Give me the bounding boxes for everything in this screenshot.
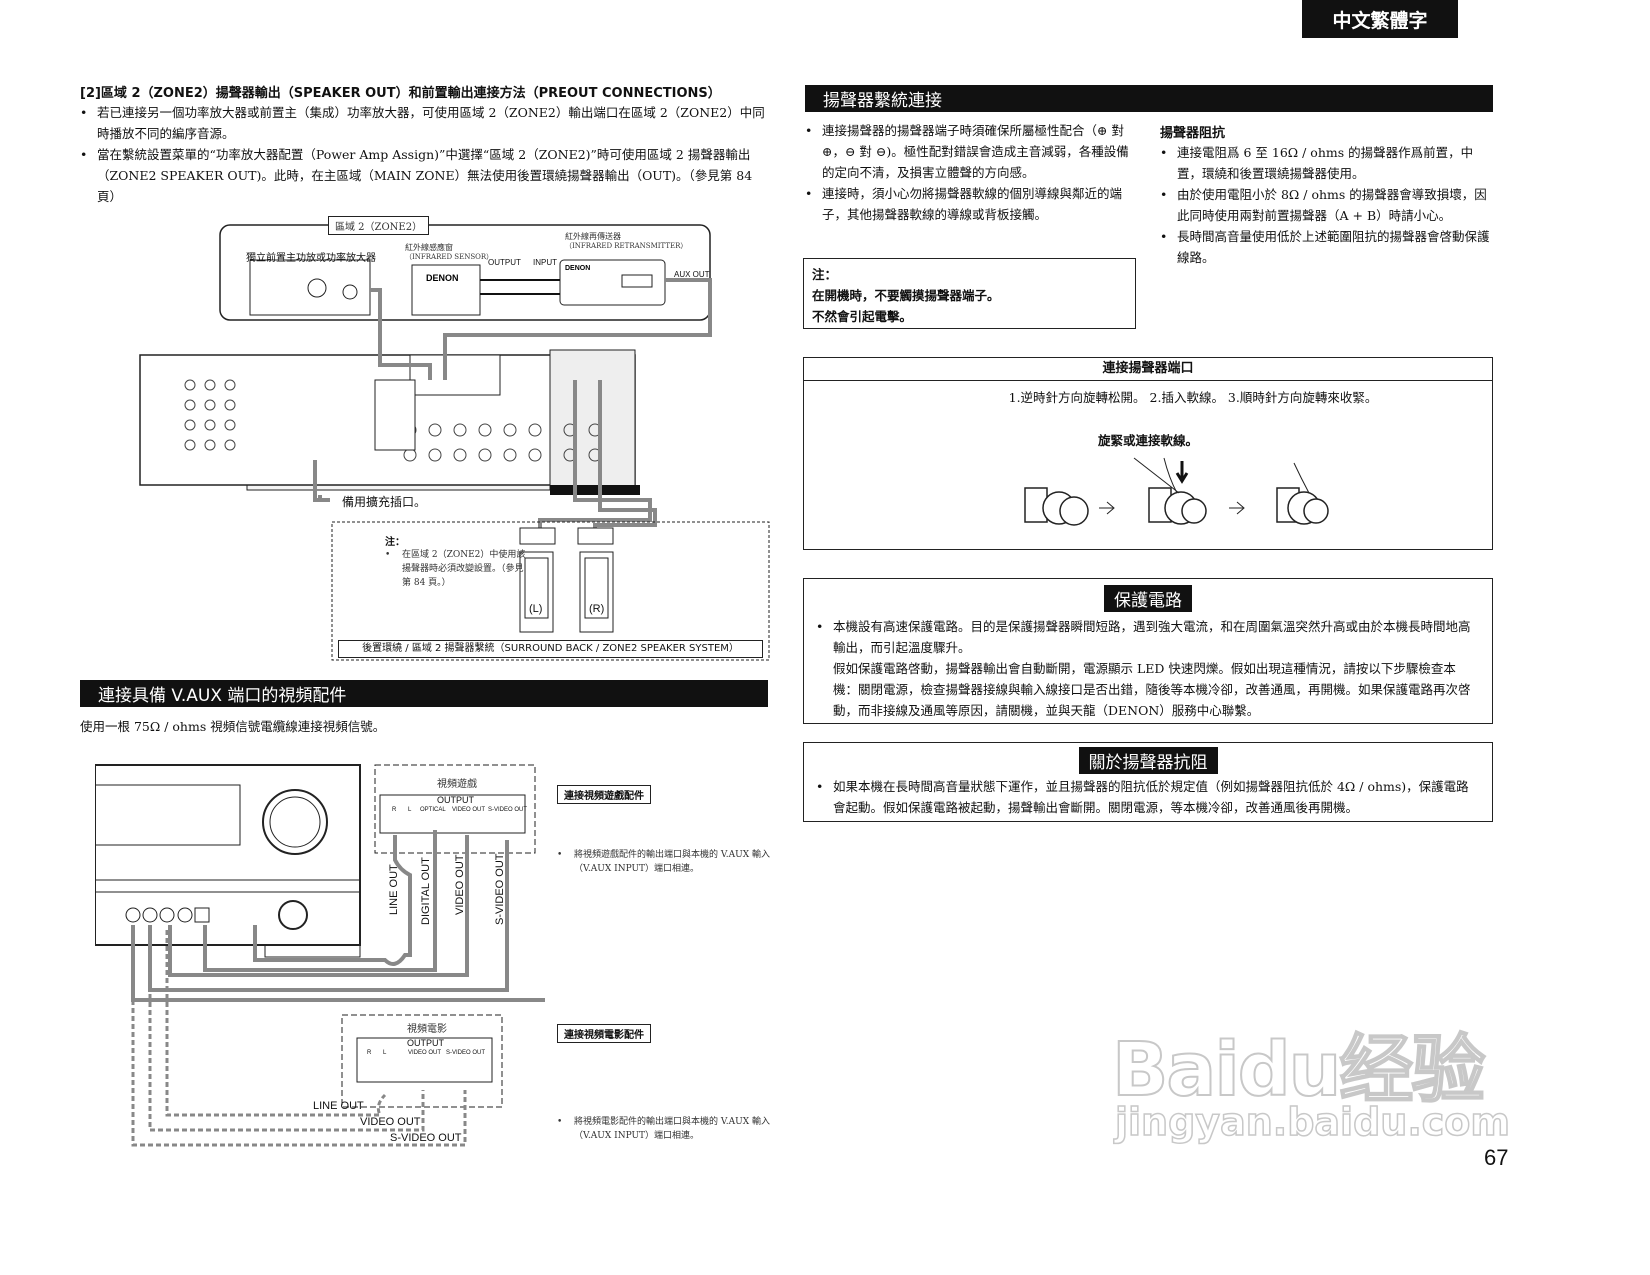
speaker-r-label: (R)	[589, 603, 605, 615]
speaker-system-title: 揚聲器繫統連接	[805, 85, 1493, 112]
aux-out-label: AUX OUT	[674, 270, 710, 279]
movie-note-text: 將視頻電影配件的輸出端口與本機的 V.AUX 輸入（V.AUX INPUT）端口…	[557, 1115, 789, 1143]
bullet: 當在繫統設置菜單的“功率放大器配置（Power Amp Assign)”中選擇“…	[80, 144, 770, 207]
vaux-connection-diagram	[95, 764, 545, 1147]
game-r: R	[392, 807, 397, 813]
baidu-watermark-url: jingyan.baidu.com	[1114, 1099, 1511, 1145]
cable-video-out: VIDEO OUT	[454, 854, 466, 915]
movie-video-out: VIDEO OUT	[408, 1050, 442, 1056]
expansion-label: 備用擴充插口。	[342, 495, 427, 509]
movie-cable-s-video-out: S-VIDEO OUT	[390, 1132, 462, 1144]
terminal-box: 連接揚聲器端口 1.逆時針方向旋轉松開。 2.插入軟線。 3.順時針方向旋轉來收…	[803, 357, 1493, 550]
baidu-watermark-logo: Baidu经验	[1111, 1026, 1486, 1114]
speaker-system-caption: 後置環繞 / 區域 2 揚聲器繫統（SURROUND BACK / ZONE2 …	[338, 640, 763, 658]
protection-p1: 本機設有高速保護電路。目的是保護揚聲器瞬間短路，遇到強大電流，和在周圍氣溫突然升…	[816, 616, 1480, 658]
movie-label: 視頻電影	[407, 1024, 447, 1035]
movie-cable-line-out: LINE OUT	[313, 1100, 364, 1112]
movie-r: R	[367, 1050, 372, 1056]
ir-sensor-brand: DENON	[426, 273, 459, 283]
bullet: 若已連接另一個功率放大器或前置主（集成）功率放大器，可使用區域 2（ZONE2）…	[80, 102, 770, 144]
impedance-note-text: 如果本機在長時間高音量狀態下運作，並且揚聲器的阻抗低於規定值（例如揚聲器阻抗低於…	[816, 776, 1480, 818]
game-label: 視頻遊戲	[437, 779, 477, 790]
movie-note-title: 連接視頻電影配件	[557, 1024, 651, 1043]
impedance-note-title: 關於揚聲器抗阻	[1078, 747, 1218, 774]
bullet: 長時間高音量使用低於上述範圍阻抗的揚聲器會啓動保護線路。	[1160, 226, 1492, 268]
bullet: 由於使用電阻小於 8Ω / ohms 的揚聲器會導致損壞，因此同時使用兩對前置揚…	[1160, 184, 1492, 226]
game-output-label: OUTPUT	[437, 795, 474, 805]
page-number: 67	[1484, 1145, 1509, 1170]
language-tab: 中文繁體字	[1302, 0, 1458, 38]
note-text: 在區域 2（ZONE2）中使用該揚聲器時必須改變設置。（參見第 84 頁。）	[385, 548, 532, 590]
note-title: 注：	[812, 267, 838, 282]
game-note-title: 連接視頻遊戲配件	[557, 785, 651, 804]
zone2-heading: [2]區域 2（ZONE2）揚聲器輸出（SPEAKER OUT）和前置輸出連接方…	[80, 86, 721, 101]
impedance-title: 揚聲器阻抗	[1160, 126, 1226, 141]
movie-l: L	[383, 1050, 387, 1056]
protection-title: 保護電路	[1104, 585, 1192, 612]
terminal-caption: 旋緊或連接軟線。	[1097, 433, 1198, 448]
bullet: 連接揚聲器的揚聲器端子時須確保所屬極性配合（⊕ 對 ⊕，⊖ 對 ⊖)。極性配對錯…	[805, 120, 1135, 183]
ir-retrans-label: 紅外線再傳送器	[565, 232, 621, 241]
note-line: 在開機時，不要觸摸揚聲器端子。	[812, 288, 1000, 303]
vaux-section-title: 連接具備 V.AUX 端口的視頻配件	[80, 680, 768, 707]
game-s-video-out: S-VIDEO OUT	[488, 807, 528, 813]
bullet: 連接時，須小心勿將揚聲器軟線的個別導線與鄰近的端子，其他揚聲器軟線的導線或背板接…	[805, 183, 1135, 225]
terminal-title: 連接揚聲器端口	[804, 358, 1492, 381]
ir-retrans-brand: DENON	[565, 265, 590, 272]
input-label: INPUT	[533, 258, 557, 267]
warning-note-box: 注： 在開機時，不要觸摸揚聲器端子。 不然會引起電擊。	[803, 258, 1136, 329]
bullet: 連接電阻爲 6 至 16Ω / ohms 的揚聲器作爲前置，中置，環繞和後置環繞…	[1160, 142, 1492, 184]
output-label: OUTPUT	[488, 258, 521, 267]
speaker-system-bullets: 連接揚聲器的揚聲器端子時須確保所屬極性配合（⊕ 對 ⊕，⊖ 對 ⊖)。極性配對錯…	[805, 120, 1135, 225]
ir-sensor-label: 紅外線感應窗	[405, 243, 453, 252]
cable-digital-out: DIGITAL OUT	[420, 857, 432, 925]
movie-cable-video-out: VIDEO OUT	[360, 1116, 421, 1128]
terminal-steps: 1.逆時針方向旋轉松開。 2.插入軟線。 3.順時針方向旋轉來收緊。	[1008, 390, 1378, 405]
protection-p2: 假如保護電路啓動，揚聲器輸出會自動斷開，電源顯示 LED 快速閃爍。假如出現這種…	[833, 661, 1471, 718]
amp-label: 獨立前置主功放或功率放大器	[246, 253, 376, 264]
note-title: 注：	[385, 537, 405, 548]
zone2-bullets: 若已連接另一個功率放大器或前置主（集成）功率放大器，可使用區域 2（ZONE2）…	[80, 102, 770, 207]
terminal-steps-illustration	[1024, 457, 1329, 526]
cable-line-out: LINE OUT	[388, 864, 400, 915]
game-note-text: 將視頻遊戲配件的輸出端口與本機的 V.AUX 輸入（V.AUX INPUT）端口…	[557, 848, 789, 876]
movie-s-video-out: S-VIDEO OUT	[446, 1050, 486, 1056]
speaker-l-label: (L)	[529, 603, 543, 615]
vaux-intro: 使用一根 75Ω / ohms 視頻信號電纜線連接視頻信號。	[80, 719, 386, 734]
zone2-label: 區域 2（ZONE2）	[328, 216, 430, 235]
ir-sensor-en: （INFRARED SENSOR）	[405, 253, 494, 261]
game-video-out: VIDEO OUT	[452, 807, 486, 813]
zone2-connection-diagram: DENON DENON	[139, 224, 770, 661]
note-line: 不然會引起電擊。	[812, 309, 913, 324]
impedance-note-box: 關於揚聲器抗阻 如果本機在長時間高音量狀態下運作，並且揚聲器的阻抗低於規定值（例…	[803, 742, 1493, 822]
ir-retrans-en: （INFRARED RETRANSMITTER）	[565, 242, 688, 250]
movie-output-label: OUTPUT	[407, 1038, 444, 1048]
game-l: L	[408, 807, 412, 813]
impedance-bullets: 連接電阻爲 6 至 16Ω / ohms 的揚聲器作爲前置，中置，環繞和後置環繞…	[1160, 142, 1492, 268]
cable-s-video-out: S-VIDEO OUT	[494, 853, 506, 925]
protection-box: 保護電路 本機設有高速保護電路。目的是保護揚聲器瞬間短路，遇到強大電流，和在周圍…	[803, 578, 1493, 724]
game-optical: OPTICAL	[420, 807, 446, 813]
